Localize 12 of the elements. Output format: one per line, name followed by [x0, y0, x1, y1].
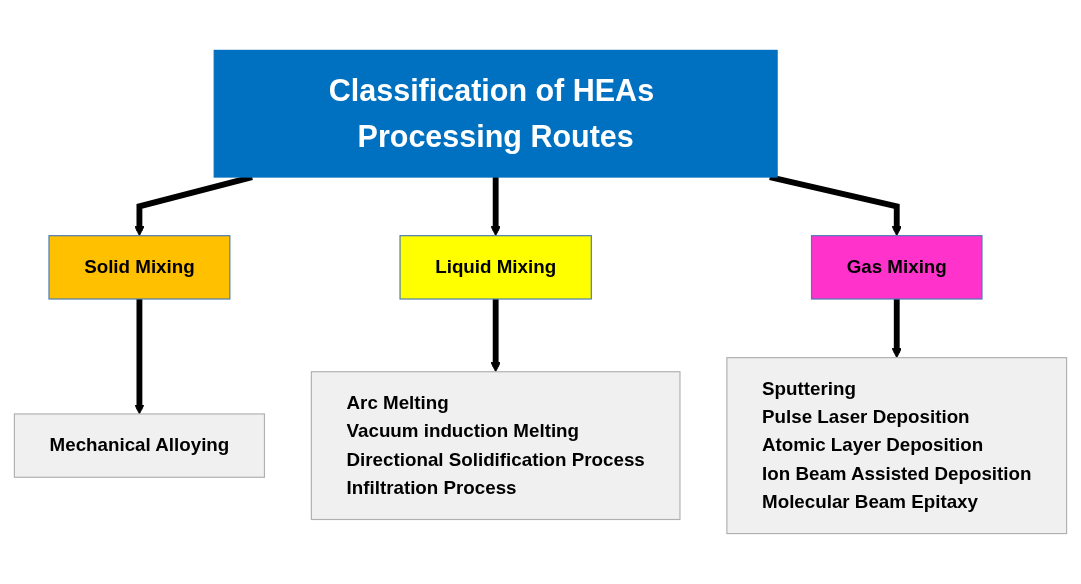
arrow [490, 299, 501, 373]
arrow [490, 177, 501, 237]
node-box: Arc Melting Vacuum induction Melting Directional Solidification Process Infiltration Process [310, 371, 681, 521]
node-box: Classification of HEAs Processing Routes [213, 49, 778, 178]
node-box: Gas Mixing [810, 235, 983, 300]
node-box: Liquid Mixing [399, 235, 592, 300]
node-box: Solid Mixing [48, 235, 231, 300]
node-box: Mechanical Alloying [13, 413, 266, 478]
arrow [134, 299, 145, 415]
node-box: Sputtering Pulse Laser Deposition Atomic Layer Deposition Ion Beam Assisted Deposition Molecular Beam Epitaxy [726, 357, 1068, 535]
arrow [769, 174, 902, 237]
arrow [891, 299, 902, 359]
